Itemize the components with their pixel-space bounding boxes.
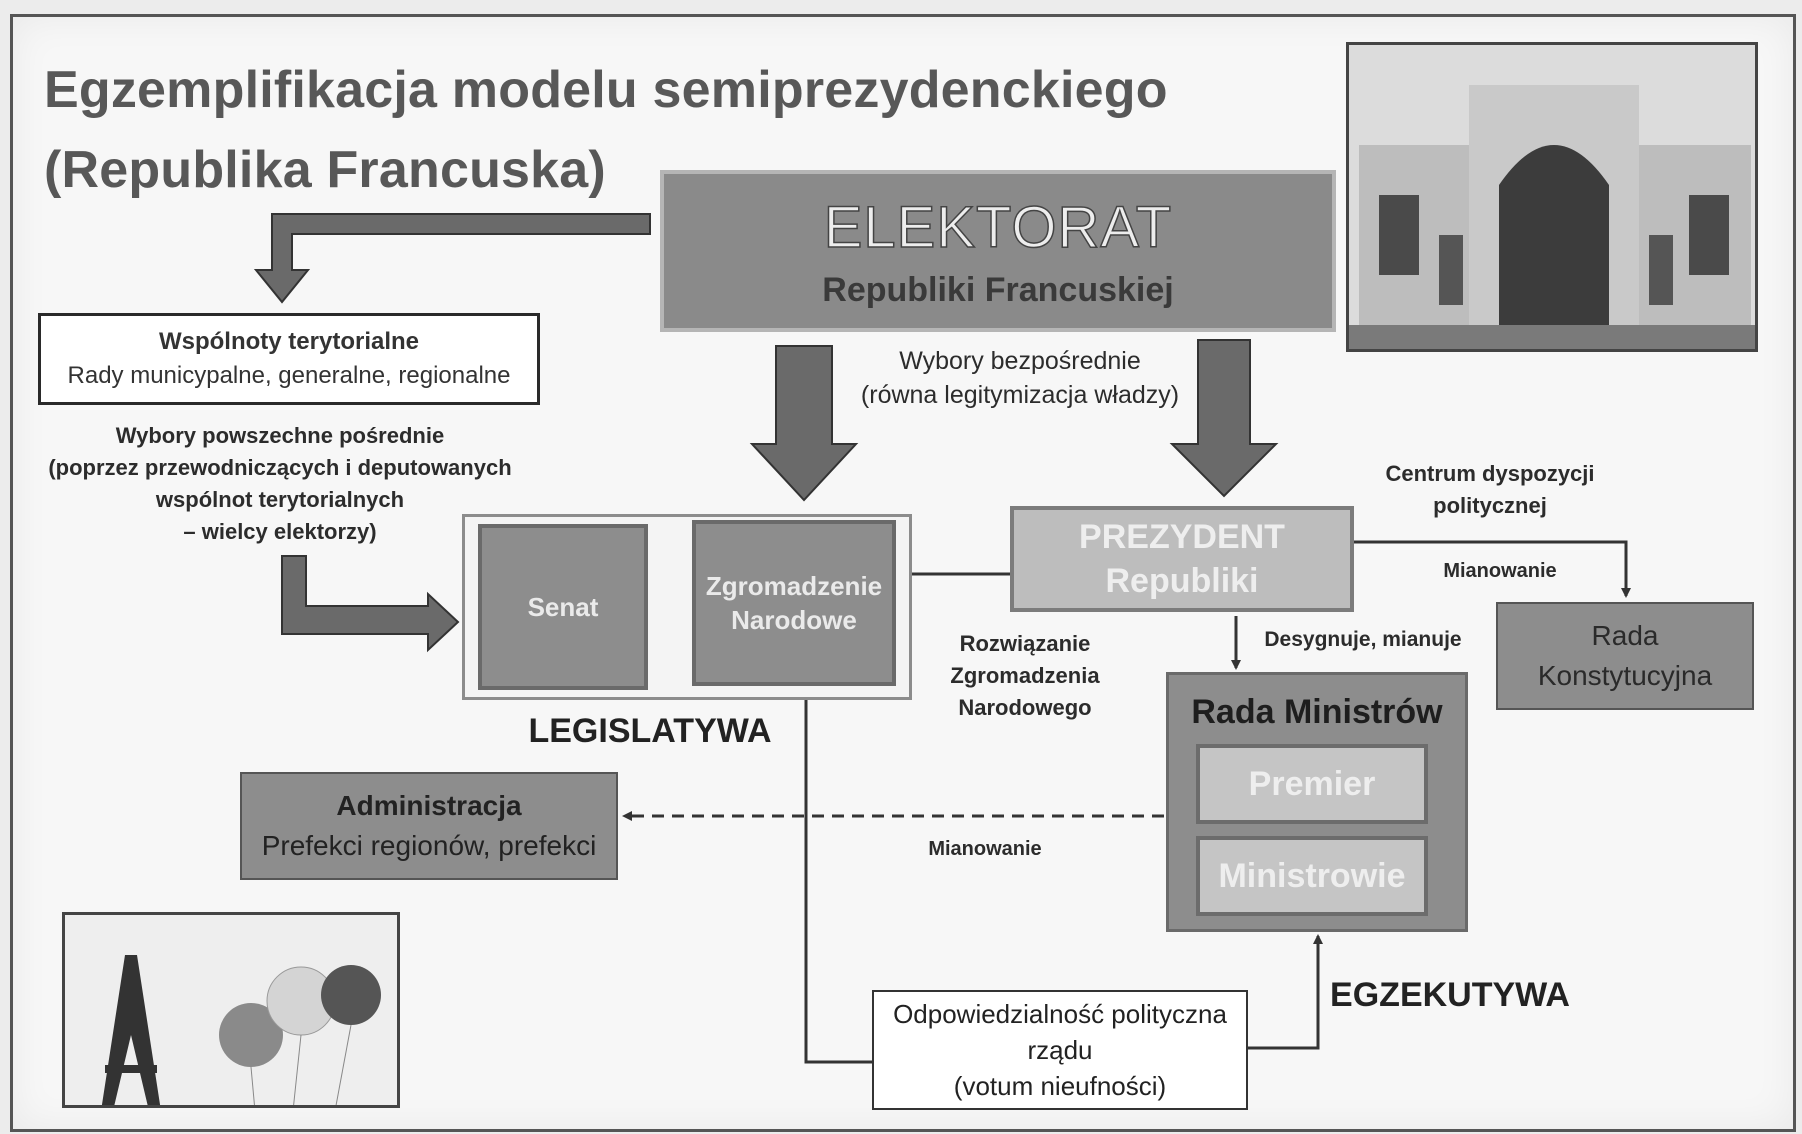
- ministrowie-box: Ministrowie: [1196, 836, 1428, 916]
- administracja-subtitle: Prefekci regionów, prefekci: [261, 830, 597, 861]
- label-wybory-posrednie-line2: (poprzez przewodniczących i deputowanych: [48, 455, 512, 480]
- arrow-elektorat-to-prezydent: [1169, 339, 1279, 498]
- zgromadzenie-line1: Zgromadzenie: [705, 571, 883, 601]
- label-wybory-posrednie-line1: Wybory powszechne pośrednie: [115, 423, 445, 448]
- page-title-line2: (Republika Francuska): [44, 141, 606, 199]
- label-rozwiazanie-line2: Zgromadzenia: [950, 663, 1100, 688]
- elektorat-title: ELEKTORAT: [823, 194, 1173, 261]
- prezydent-line1: PREZYDENT: [1079, 518, 1285, 556]
- label-wybory-bezposrednie-line1: Wybory bezpośrednie: [899, 347, 1141, 375]
- prezydent-box: PREZYDENT Republiki: [1010, 506, 1354, 612]
- rada-konstytucyjna-line2: Konstytucyjna: [1537, 660, 1713, 691]
- rada-konstytucyjna-box: Rada Konstytucyjna: [1496, 602, 1754, 710]
- label-wybory-posrednie-line3: wspólnot terytorialnych: [155, 487, 405, 512]
- label-wybory-posrednie-line4: – wielcy elektorzy): [183, 519, 377, 544]
- label-wybory-bezposrednie: Wybory bezpośrednie (równa legitymizacja…: [840, 344, 1200, 412]
- elektorat-subtitle: Republiki Francuskiej: [822, 271, 1174, 309]
- zgromadzenie-narodowe-box: Zgromadzenie Narodowe: [692, 520, 896, 686]
- wspolnoty-subtitle: Rady municypalne, generalne, regionalne: [67, 362, 511, 389]
- label-desygnuje-mianuje: Desygnuje, mianuje: [1264, 628, 1462, 651]
- page-title: Egzemplifikacja modelu semiprezydenckieg…: [44, 50, 1264, 210]
- premier-box: Premier: [1196, 744, 1428, 824]
- label-legislatywa: LEGISLATYWA: [528, 712, 772, 750]
- odpowiedzialnosc-line2: rządu: [1027, 1035, 1093, 1065]
- zgromadzenie-line2: Narodowe: [731, 605, 857, 635]
- label-egzekutywa: EGZEKUTYWA: [1330, 976, 1570, 1014]
- label-centrum-dyspozycji: Centrum dyspozycji politycznej: [1380, 458, 1600, 522]
- label-wybory-posrednie: Wybory powszechne pośrednie (poprzez prz…: [40, 420, 520, 548]
- photo-elysee-palace: [1346, 42, 1758, 352]
- label-wybory-bezposrednie-line2: (równa legitymizacja władzy): [860, 381, 1180, 409]
- label-mianowanie-administracja: Mianowanie: [928, 838, 1042, 860]
- rada-konstytucyjna-line1: Rada: [1591, 620, 1659, 651]
- odpowiedzialnosc-polityczna-box: Odpowiedzialność polityczna rządu (votum…: [872, 990, 1248, 1110]
- prezydent-line2: Republiki: [1105, 562, 1259, 600]
- senat-box: Senat: [478, 524, 648, 690]
- odpowiedzialnosc-line1: Odpowiedzialność polityczna: [893, 999, 1227, 1029]
- photo-eiffel-tower-balloons: [62, 912, 400, 1108]
- eiffel-balloons-illustration: [65, 915, 397, 1105]
- arrow-elektorat-to-legislatywa: [749, 345, 859, 502]
- administracja-title: Administracja: [336, 790, 522, 821]
- line-zgromadzenie-to-odpowiedzialnosc: [804, 686, 872, 1064]
- palace-illustration: [1349, 45, 1755, 349]
- label-centrum-line1: Centrum dyspozycji: [1385, 461, 1595, 486]
- label-rozwiazanie-line3: Narodowego: [958, 695, 1092, 720]
- label-centrum-line2: politycznej: [1433, 493, 1547, 518]
- arrow-odpowiedzialnosc-to-rada-ministrow: [1248, 934, 1323, 1050]
- wspolnoty-terytorialne-box: Wspólnoty terytorialne Rady municypalne,…: [38, 313, 540, 405]
- label-mianowanie-rada-konstytucyjna: Mianowanie: [1443, 560, 1557, 582]
- elektorat-box: ELEKTORAT Republiki Francuskiej: [660, 170, 1336, 332]
- wspolnoty-title: Wspólnoty terytorialne: [158, 328, 420, 355]
- arrow-elektorat-to-wspolnoty: [253, 213, 651, 304]
- arrow-prezydent-to-rada-konstytucyjna: [1354, 540, 1631, 598]
- label-rozwiazanie-zgromadzenia: Rozwiązanie Zgromadzenia Narodowego: [930, 628, 1120, 724]
- rada-ministrow-title: Rada Ministrów: [1191, 693, 1443, 731]
- label-rozwiazanie-line1: Rozwiązanie: [959, 631, 1091, 656]
- odpowiedzialnosc-line3: (votum nieufności): [953, 1071, 1167, 1101]
- arrow-posrednie-to-senat: [281, 555, 460, 653]
- administracja-box: Administracja Prefekci regionów, prefekc…: [240, 772, 618, 880]
- page-title-line1: Egzemplifikacja modelu semiprezydenckieg…: [44, 61, 1168, 119]
